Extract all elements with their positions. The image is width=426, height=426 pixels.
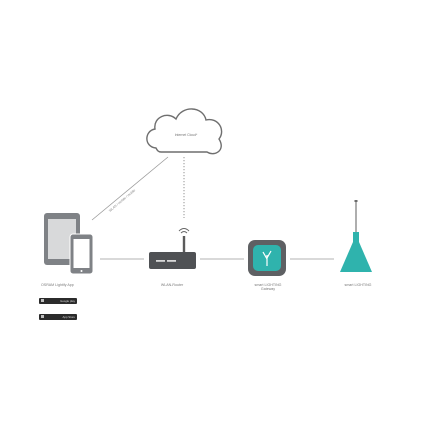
tablet-cloud-link-label: WLAN / mobile / mobile [108, 188, 136, 213]
google-play-badge[interactable]: Google play [39, 298, 77, 304]
app-label: OSRAM Lightify App [41, 283, 74, 287]
phone-icon [69, 233, 94, 275]
play-icon [41, 299, 44, 303]
router-icon [149, 228, 196, 269]
app-store-label: App Store [62, 315, 75, 319]
app-store-badge[interactable]: App Store [39, 314, 77, 320]
gateway-label: smart LIGHTING Gateway [254, 283, 282, 292]
pendant-lamp-icon [340, 200, 372, 272]
tablet-cloud-link [91, 156, 169, 221]
apple-icon [41, 315, 44, 319]
router-label: WLAN-Router [160, 283, 184, 287]
gateway-icon [248, 240, 286, 276]
cloud-label: Internet Cloud* [175, 133, 198, 137]
cloud-icon: Internet Cloud* [146, 108, 223, 155]
lamp-label: smart LIGHTING [344, 283, 372, 287]
google-play-label: Google play [60, 299, 75, 303]
